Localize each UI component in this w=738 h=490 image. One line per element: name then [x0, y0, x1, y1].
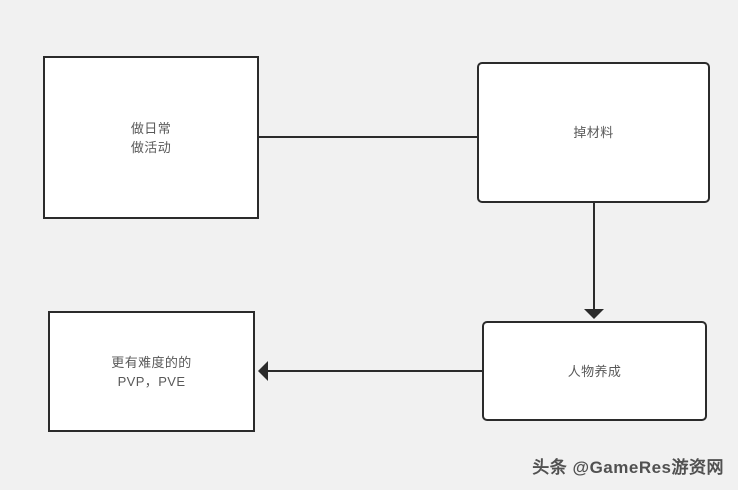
- node-materials-label: 掉材料: [573, 125, 614, 140]
- node-pvp-label: 更有难度的的 PVP，PVE: [111, 354, 192, 389]
- watermark-text: 头条 @GameRes游资网: [532, 458, 724, 477]
- node-character-label: 人物养成: [567, 363, 622, 379]
- node-pvp[interactable]: 更有难度的的 PVP，PVE: [48, 311, 255, 432]
- node-daily[interactable]: 做日常 做活动: [43, 56, 259, 219]
- node-daily-label: 做日常 做活动: [130, 120, 172, 155]
- node-character[interactable]: 人物养成: [482, 321, 707, 421]
- node-materials[interactable]: 掉材料: [477, 62, 710, 203]
